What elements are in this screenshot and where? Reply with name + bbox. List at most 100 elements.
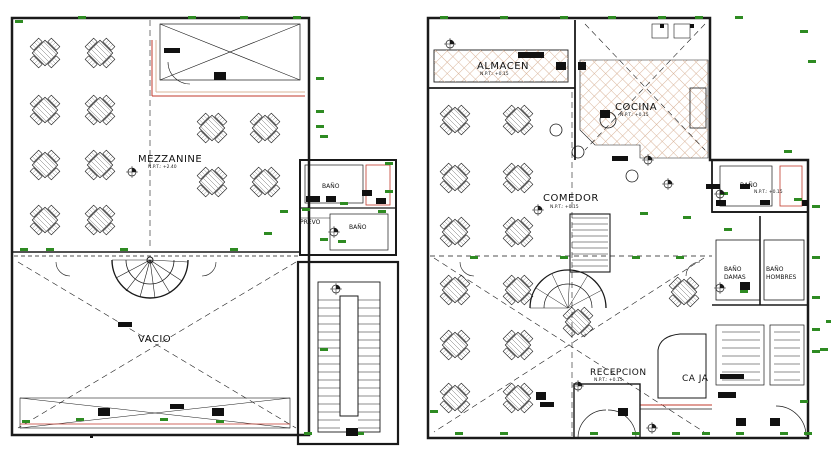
dimension-tag (316, 110, 324, 113)
label-block (518, 52, 544, 58)
label-block (718, 392, 736, 398)
table-set (249, 112, 281, 144)
dimension-tag (340, 202, 348, 205)
dimension-tags (15, 16, 831, 435)
dimension-tag (22, 420, 30, 423)
table-set (29, 37, 61, 69)
label-block (212, 408, 224, 416)
table-set (502, 162, 534, 194)
dimension-tag (15, 20, 23, 23)
label-block (660, 24, 664, 28)
table-set (439, 216, 471, 248)
mezzanine-label: MEZZANINE (138, 154, 203, 165)
label-block (98, 408, 110, 416)
table-set (29, 149, 61, 181)
dimension-tag (160, 418, 168, 421)
dimension-tag (430, 410, 438, 413)
table-set (439, 104, 471, 136)
table-set (84, 204, 116, 236)
comedor-level: N.P.T.: +0.15 (550, 205, 579, 210)
dimension-tag (46, 248, 54, 251)
vacio-label: VACIO (138, 334, 172, 345)
table-set (29, 204, 61, 236)
dimension-tag (740, 290, 748, 293)
label-block (376, 198, 386, 204)
dimension-tag (316, 77, 324, 80)
label-block (736, 418, 746, 426)
almacen-label: ALMACEN (477, 61, 529, 72)
label-block (90, 436, 93, 438)
bano-right-level: N.P.T.: +0.15 (754, 190, 783, 195)
dimension-tag (804, 432, 812, 435)
dimension-tag (794, 198, 802, 201)
bano-damas-label: BAÑO DAMAS (724, 266, 746, 281)
dimension-tag (724, 228, 732, 231)
cocina-level: N.P.T.: +0.15 (620, 113, 649, 118)
table-set (84, 94, 116, 126)
dimension-tag (120, 248, 128, 251)
dimension-tag (812, 350, 820, 353)
table-set (502, 329, 534, 361)
table-set (502, 274, 534, 306)
table-set (439, 274, 471, 306)
dimension-tag (230, 248, 238, 251)
caja-label: CA JA (682, 374, 709, 384)
label-block (770, 418, 780, 426)
label-block (706, 184, 720, 189)
dining-tables (29, 37, 700, 414)
dimension-tag (812, 296, 820, 299)
dimension-tag (676, 256, 684, 259)
dimension-tag (702, 432, 710, 435)
table-set (29, 94, 61, 126)
label-block (760, 200, 770, 205)
label-block (716, 200, 726, 206)
label-block (170, 404, 184, 409)
dimension-tag (812, 205, 820, 208)
label-block (346, 428, 358, 436)
dimension-tag (385, 190, 393, 193)
dimension-tag (316, 125, 324, 128)
dimension-tag (632, 256, 640, 259)
dimension-tag (820, 348, 828, 351)
dimension-tag (78, 16, 86, 19)
table-set (668, 276, 700, 308)
table-set (439, 162, 471, 194)
dimension-tag (658, 16, 666, 19)
dimension-tag (784, 150, 792, 153)
table-set (439, 382, 471, 414)
dimension-tag (500, 16, 508, 19)
label-block (326, 196, 336, 202)
table-set (439, 329, 471, 361)
dimension-tag (76, 418, 84, 421)
dimension-tag (695, 16, 703, 19)
label-block (118, 322, 132, 327)
bano-left-2-label: BAÑO (349, 224, 367, 231)
recepcion-label: RECEPCION (590, 368, 647, 378)
label-blocks (90, 24, 808, 438)
dimension-tag (735, 16, 743, 19)
dimension-tag (440, 16, 448, 19)
mezzanine-level: N.P.T.: +2.40 (148, 165, 177, 170)
label-block (720, 374, 744, 379)
dimension-tag (264, 232, 272, 235)
dimension-tag (812, 328, 820, 331)
dimension-tag (800, 30, 808, 33)
label-block (164, 48, 180, 53)
dimension-tag (780, 432, 788, 435)
table-set (249, 166, 281, 198)
recepcion-level: N.P.T.: +0.15 (594, 378, 623, 383)
mezzanine-plan (10, 16, 400, 446)
label-block (618, 408, 628, 416)
label-block (740, 282, 750, 290)
dimension-tag (280, 210, 288, 213)
dimension-tag (500, 432, 508, 435)
label-block (802, 200, 808, 206)
dimension-tag (320, 135, 328, 138)
table-set (502, 216, 534, 248)
dimension-tag (826, 320, 831, 323)
dimension-tag (293, 16, 301, 19)
label-block (740, 184, 750, 189)
table-set (84, 37, 116, 69)
label-block (214, 72, 226, 80)
